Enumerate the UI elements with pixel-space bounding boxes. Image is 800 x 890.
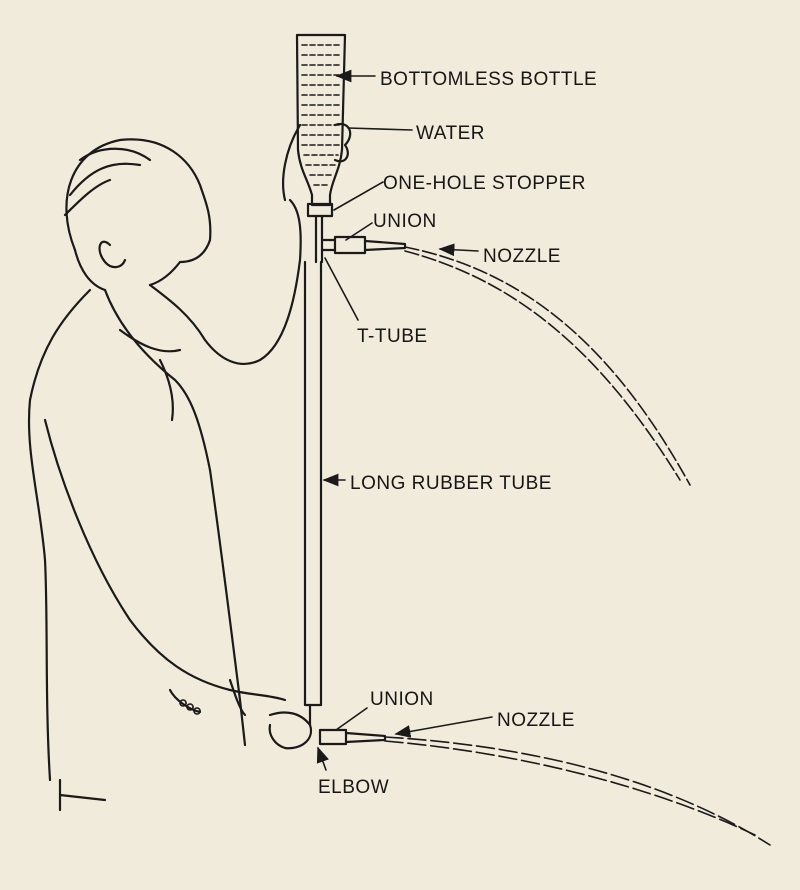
label-t-tube: T-TUBE <box>357 326 428 347</box>
label-union-bottom: UNION <box>370 689 434 710</box>
one-hole-stopper <box>306 202 334 218</box>
label-elbow: ELBOW <box>318 777 389 798</box>
bottom-union-nozzle <box>318 728 387 746</box>
t-tube <box>314 214 337 264</box>
water-stream-top <box>404 246 691 486</box>
long-rubber-tube <box>303 260 323 727</box>
label-long-rubber-tube: LONG RUBBER TUBE <box>350 473 552 494</box>
label-water: WATER <box>416 123 485 144</box>
label-nozzle-bottom: NOZZLE <box>497 710 575 731</box>
label-bottomless-bottle: BOTTOMLESS BOTTLE <box>380 69 597 90</box>
bottomless-bottle <box>295 33 352 207</box>
man-figure <box>27 123 313 812</box>
label-one-hole-stopper: ONE-HOLE STOPPER <box>383 173 586 194</box>
water-stream-bottom <box>384 736 771 846</box>
label-nozzle-top: NOZZLE <box>483 246 561 267</box>
leader-lines <box>316 69 493 771</box>
label-union-top: UNION <box>373 211 437 232</box>
